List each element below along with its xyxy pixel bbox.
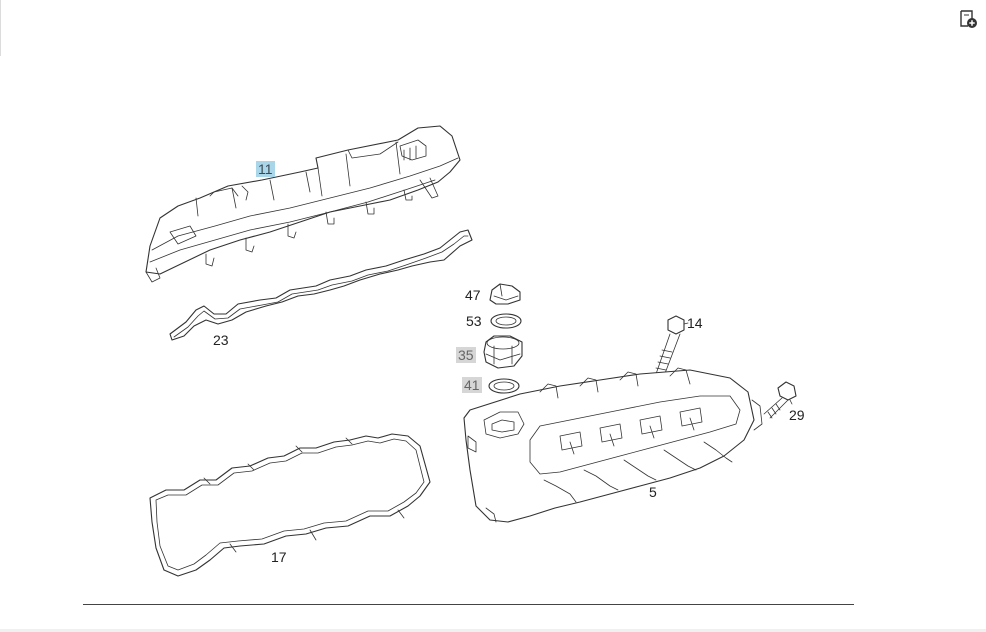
callout-35[interactable]: 35 — [456, 347, 476, 363]
callout-47[interactable]: 47 — [465, 287, 481, 303]
callout-11[interactable]: 11 — [256, 161, 275, 177]
part-41-ring-drawing — [488, 378, 520, 394]
part-35-housing-drawing — [483, 335, 523, 369]
callout-14[interactable]: 14 — [687, 315, 703, 331]
part-47-cap-drawing — [489, 283, 521, 305]
diagram-baseline — [83, 604, 854, 605]
callout-17[interactable]: 17 — [271, 549, 287, 565]
page-add-icon[interactable] — [957, 8, 979, 30]
callout-5[interactable]: 5 — [649, 484, 657, 500]
callout-53[interactable]: 53 — [466, 313, 482, 329]
part-11-cover-drawing — [145, 125, 461, 283]
part-29-bolt-drawing — [763, 381, 797, 419]
callout-23[interactable]: 23 — [213, 332, 229, 348]
bottom-strip — [0, 629, 986, 632]
callout-29[interactable]: 29 — [789, 407, 805, 423]
leader-lines — [683, 322, 793, 405]
part-5-manifold-drawing — [463, 367, 763, 523]
part-53-ring-drawing — [490, 313, 522, 329]
part-23-gasket-drawing — [169, 229, 473, 341]
left-edge-divider — [0, 0, 1, 56]
callout-41[interactable]: 41 — [462, 377, 482, 393]
part-17-gasket-drawing — [149, 433, 431, 577]
